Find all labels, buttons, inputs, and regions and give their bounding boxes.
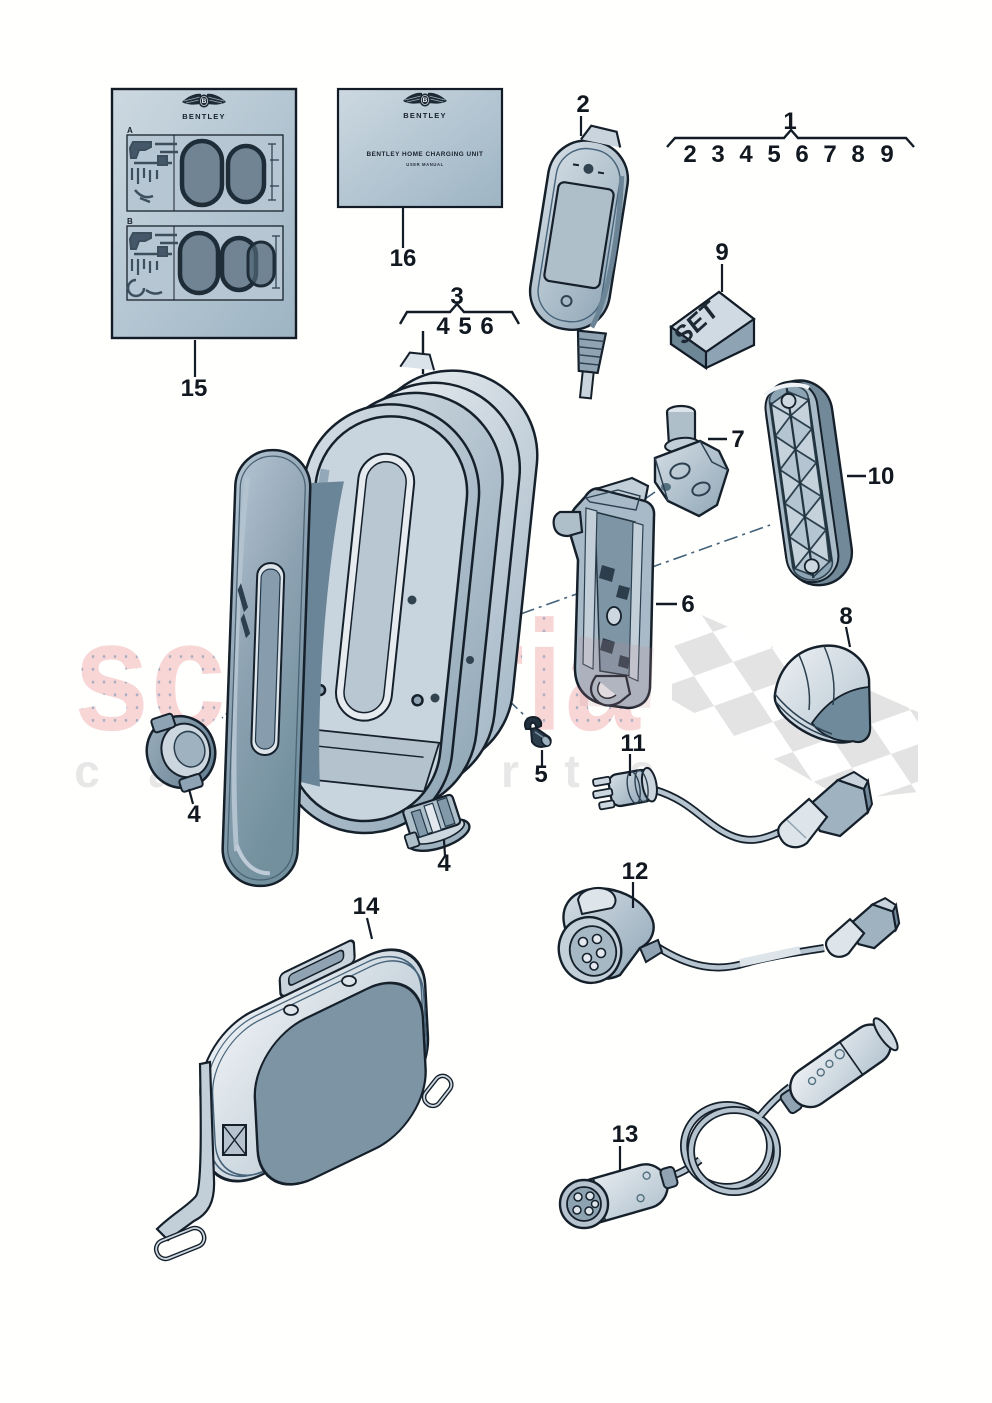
svg-text:t: t: [564, 745, 579, 797]
svg-text:7: 7: [731, 426, 744, 453]
svg-text:9: 9: [880, 141, 893, 168]
svg-text:3: 3: [450, 283, 463, 310]
svg-text:8: 8: [839, 603, 852, 630]
svg-text:6: 6: [480, 313, 493, 340]
svg-text:12: 12: [622, 858, 649, 885]
svg-text:BENTLEY: BENTLEY: [403, 111, 446, 120]
svg-text:14: 14: [353, 893, 380, 920]
svg-text:13: 13: [612, 1121, 639, 1148]
svg-text:4: 4: [187, 801, 201, 828]
svg-text:4: 4: [436, 313, 450, 340]
svg-text:7: 7: [823, 141, 836, 168]
svg-text:c: c: [74, 745, 100, 797]
svg-text:BENTLEY HOME CHARGING UNIT: BENTLEY HOME CHARGING UNIT: [367, 151, 484, 158]
svg-text:BENTLEY: BENTLEY: [182, 112, 225, 121]
svg-text:4: 4: [739, 141, 753, 168]
svg-text:r: r: [501, 745, 519, 797]
svg-text:6: 6: [681, 591, 694, 618]
svg-text:5: 5: [458, 313, 471, 340]
svg-text:16: 16: [390, 245, 417, 272]
svg-text:1: 1: [783, 108, 796, 135]
svg-text:15: 15: [181, 375, 208, 402]
svg-text:4: 4: [437, 850, 451, 877]
svg-text:5: 5: [534, 761, 547, 788]
svg-text:A: A: [127, 126, 133, 135]
svg-text:3: 3: [711, 141, 724, 168]
svg-text:5: 5: [767, 141, 780, 168]
svg-text:11: 11: [620, 730, 645, 757]
svg-text:6: 6: [795, 141, 808, 168]
svg-text:9: 9: [715, 239, 728, 266]
svg-text:10: 10: [868, 463, 895, 490]
svg-text:B: B: [127, 217, 133, 226]
svg-text:8: 8: [851, 141, 864, 168]
svg-text:2: 2: [576, 91, 589, 118]
svg-text:USER MANUAL: USER MANUAL: [406, 162, 444, 167]
svg-text:2: 2: [683, 141, 696, 168]
